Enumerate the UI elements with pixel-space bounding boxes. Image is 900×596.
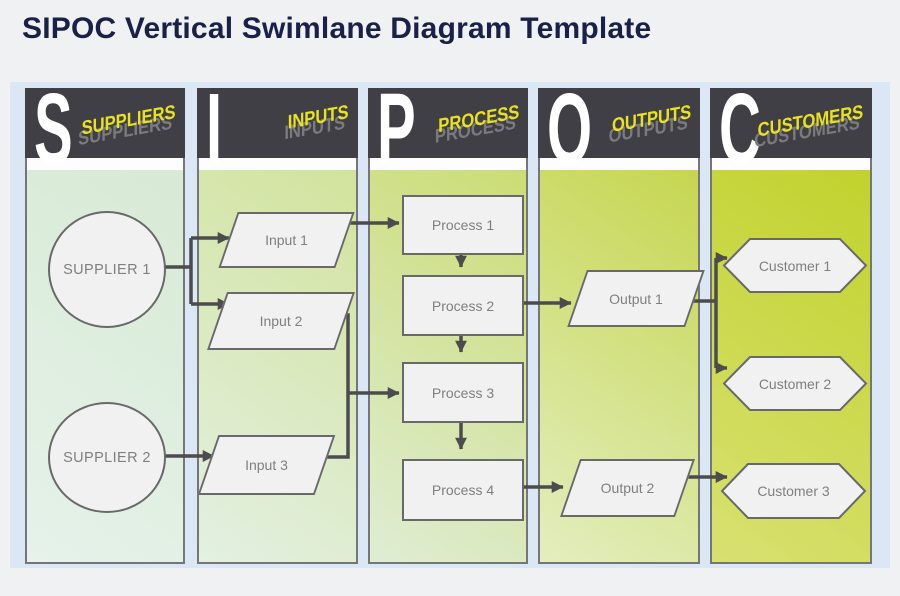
node-supplier-2-label: SUPPLIER 2 (63, 449, 151, 466)
lane-customers-strip (712, 158, 870, 170)
lane-suppliers-header: S SUPPLIERS SUPPLIERS (25, 79, 185, 179)
node-process-1-label: Process 1 (431, 217, 495, 233)
node-supplier-1-label: SUPPLIER 1 (63, 261, 151, 278)
lane-letter-c: C (719, 73, 761, 185)
lane-inputs-strip (199, 158, 356, 170)
node-output-1-label: Output 1 (609, 290, 663, 307)
node-input-3: Input 3 (197, 435, 336, 495)
lane-letter-s: S (34, 73, 73, 185)
lane-letter-i: I (206, 73, 223, 185)
node-customer-2: Customer 2 (722, 355, 868, 412)
node-input-2: Input 2 (207, 292, 355, 350)
node-process-3-label: Process 3 (431, 384, 495, 401)
node-input-3-label: Input 3 (245, 457, 288, 473)
node-process-2: Process 2 (402, 275, 524, 336)
node-customer-3: Customer 3 (720, 462, 867, 520)
node-supplier-2: SUPPLIER 2 (48, 402, 166, 513)
node-process-4: Process 4 (402, 459, 524, 521)
node-customer-3-shape (720, 463, 867, 519)
lane-outputs-strip (540, 158, 698, 170)
node-customer-1-label: Customer 1 (758, 257, 832, 274)
node-output-2: Output 2 (560, 459, 695, 517)
node-supplier-1: SUPPLIER 1 (48, 211, 166, 328)
node-customer-1-shape (722, 238, 868, 293)
lane-letter-p: P (377, 73, 416, 185)
lane-inputs-header: I INPUTS INPUTS (197, 79, 358, 179)
node-input-1-label: Input 1 (265, 232, 308, 248)
node-process-1: Process 1 (402, 195, 524, 255)
sipoc-diagram: S SUPPLIERS SUPPLIERS I INPUTS INPUTS (10, 79, 890, 568)
node-output-1: Output 1 (567, 270, 705, 327)
lane-letter-o: O (547, 73, 593, 185)
lane-process-header: P PROCESS PROCESS (368, 79, 528, 179)
node-input-1: Input 1 (218, 212, 355, 268)
node-process-3: Process 3 (402, 362, 524, 423)
connector-supplier1-trunk (162, 238, 193, 304)
node-customer-2-shape (722, 356, 868, 411)
lane-process-strip (370, 158, 526, 170)
node-process-4-label: Process 4 (431, 482, 495, 498)
node-process-2-label: Process 2 (431, 297, 495, 314)
lane-outputs-header: O OUTPUTS OUTPUTS (538, 79, 700, 179)
lane-customers-header: C CUSTOMERS CUSTOMERS (710, 79, 872, 179)
node-customer-3-label: Customer 3 (757, 483, 830, 499)
node-customer-1: Customer 1 (722, 237, 868, 294)
page-title: SIPOC Vertical Swimlane Diagram Template (22, 12, 652, 45)
node-output-2-label: Output 2 (600, 480, 655, 496)
node-customer-2-label: Customer 2 (758, 375, 832, 392)
lane-suppliers-strip (27, 158, 183, 170)
node-input-2-label: Input 2 (259, 313, 303, 329)
